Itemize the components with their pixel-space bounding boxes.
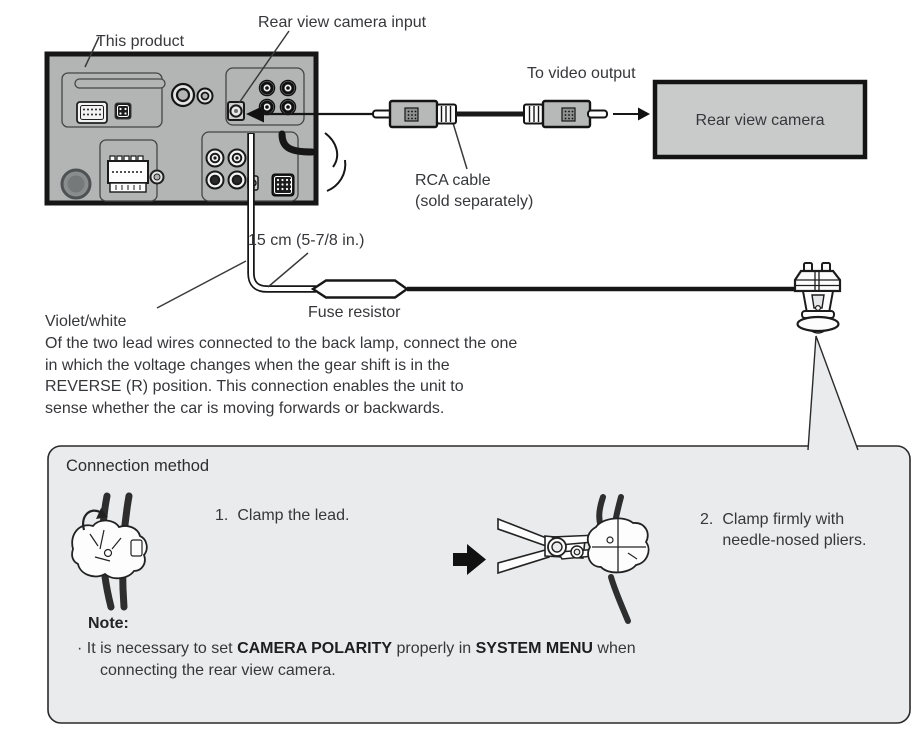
rca-cable [372,99,608,129]
step1-text: 1. Clamp the lead. [215,507,350,524]
av-rca-jacks [205,148,247,190]
step1-clamp-illustration [71,492,148,611]
camera-box-label: Rear view camera [695,112,825,129]
mini-din-connector [76,101,108,124]
to-camera-arrow [613,107,650,121]
rca-cable-label: RCA cable (sold separately) [415,172,534,210]
fuse-resistor [310,279,410,299]
wiring-harness-connector [107,155,149,193]
antenna-jacks [170,82,214,108]
lead-length-label: 15 cm (5-7/8 in.) [248,232,365,249]
camera-input-label: Rear view camera input [258,14,427,31]
connection-method-title: Connection method [66,457,210,475]
fold-arrow [82,509,101,531]
note-line-2: connecting the rear view camera. [100,662,336,679]
step-arrow-icon [453,544,486,575]
note-line-1: · It is necessary to set CAMERA POLARITY… [77,640,636,657]
step2-pliers-illustration [497,494,650,624]
head-unit-rear-panel [44,51,319,206]
camera-input-leader [238,30,290,104]
callout-triangle [807,335,859,451]
video-output-label: To video output [527,65,636,82]
crimp-connector [793,262,842,334]
antenna-round-connector [60,168,92,200]
grid-connector [271,173,295,197]
connection-method-box [47,445,911,724]
rca-cable-leader [452,122,468,170]
violet-white-leader [156,260,247,309]
this-product-label: This product [96,33,185,50]
fuse-resistor-label: Fuse resistor [308,304,401,321]
length-leader [267,252,309,288]
lead-description: Of the two lead wires connected to the b… [45,335,518,417]
rear-view-camera-box [652,79,868,160]
note-label: Note: [88,615,129,632]
leader-lines [84,30,468,309]
camera-input-arrow [246,105,374,123]
step2-text: 2. Clamp firmly with needle-nosed pliers… [700,511,867,549]
reverse-gear-lead [247,133,797,299]
vent-slot [74,78,166,89]
this-product-leader [84,36,100,68]
pigtail-cable [278,130,347,192]
rear-rca-jacks [258,79,297,116]
lead-color-label: Violet/white [45,313,127,330]
square-connector [114,102,132,120]
rear-camera-input-jack [227,101,245,121]
